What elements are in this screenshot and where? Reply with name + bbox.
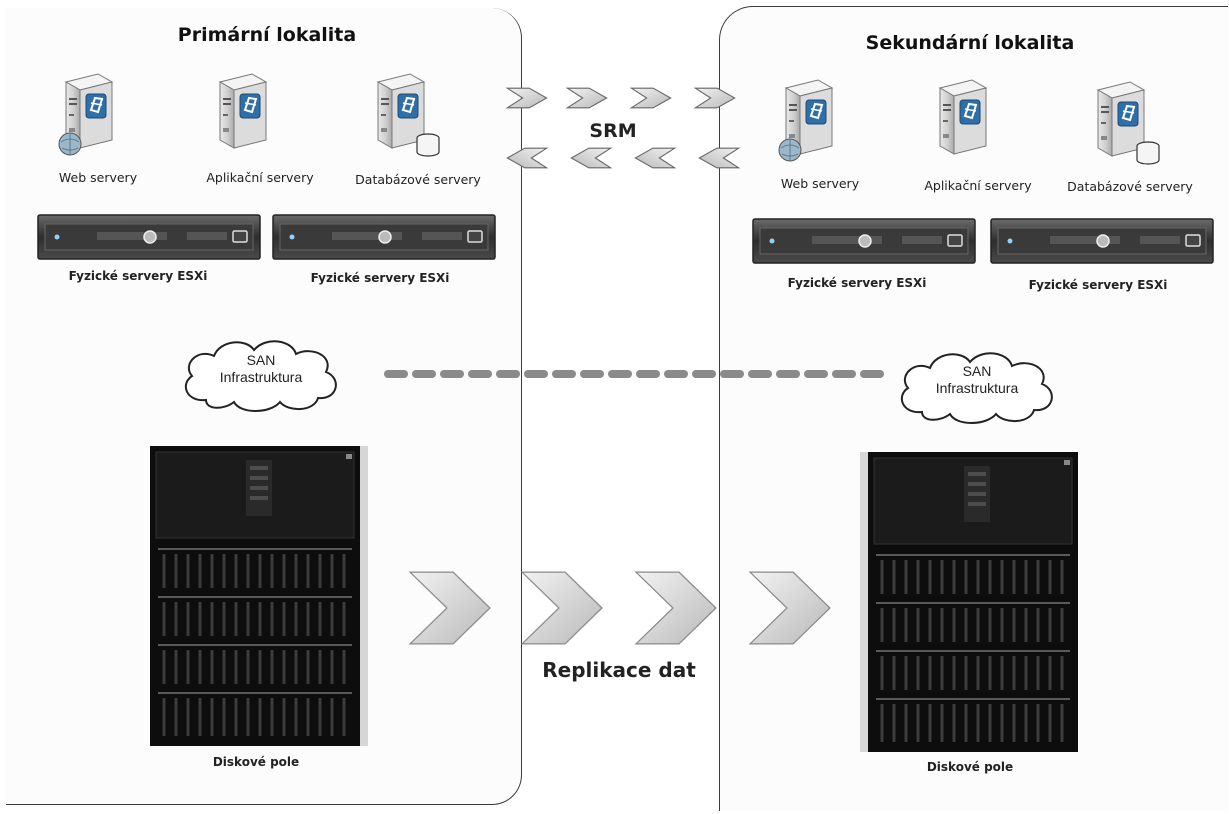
primary-san-line-1: SAN xyxy=(246,352,276,368)
primary-app-server-icon xyxy=(219,73,267,149)
srm-forward-chevron-icons xyxy=(506,87,736,109)
primary-san-label: SAN Infrastruktura xyxy=(176,352,346,386)
san-interconnect-line xyxy=(384,370,888,378)
secondary-web-server-icon xyxy=(778,79,833,162)
primary-web-server-icon xyxy=(58,73,113,156)
secondary-db-label: Databázové servery xyxy=(1067,179,1193,194)
secondary-esxi-label-2: Fyzické servery ESXi xyxy=(1028,278,1168,292)
secondary-esxi-label-1: Fyzické servery ESXi xyxy=(787,276,927,290)
secondary-disk-array-icon xyxy=(860,452,1078,752)
primary-db-server-icon xyxy=(377,73,440,157)
primary-esxi-label-2: Fyzické servery ESXi xyxy=(310,271,450,285)
primary-san-line-2: Infrastruktura xyxy=(219,369,303,385)
secondary-app-label: Aplikační servery xyxy=(924,178,1032,193)
primary-disk-array-icon xyxy=(150,446,368,746)
primary-esxi-label-1: Fyzické servery ESXi xyxy=(68,269,208,283)
secondary-db-server-icon xyxy=(1097,81,1160,165)
secondary-san-line-2: Infrastruktura xyxy=(935,380,1019,396)
secondary-esxi-host-1-icon xyxy=(752,218,976,264)
secondary-storage-label: Diskové pole xyxy=(926,760,1014,774)
srm-label: SRM xyxy=(589,120,637,142)
secondary-san-line-1: SAN xyxy=(962,363,992,379)
secondary-san-label: SAN Infrastruktura xyxy=(892,363,1062,397)
replication-chevron-icons xyxy=(409,571,831,645)
primary-storage-label: Diskové pole xyxy=(212,755,300,769)
srm-backward-chevron-icons xyxy=(506,147,740,169)
primary-web-label: Web servery xyxy=(58,170,138,185)
primary-app-label: Aplikační servery xyxy=(206,170,314,185)
secondary-app-server-icon xyxy=(939,79,987,155)
secondary-site-title: Sekundární lokalita xyxy=(865,32,1075,54)
primary-db-label: Databázové servery xyxy=(355,172,481,187)
primary-site-title: Primární lokalita xyxy=(177,24,357,46)
primary-esxi-host-2-icon xyxy=(272,214,496,260)
primary-esxi-host-1-icon xyxy=(37,214,261,260)
secondary-web-label: Web servery xyxy=(780,176,860,191)
replication-label: Replikace dat xyxy=(542,658,696,682)
secondary-esxi-host-2-icon xyxy=(990,218,1214,264)
